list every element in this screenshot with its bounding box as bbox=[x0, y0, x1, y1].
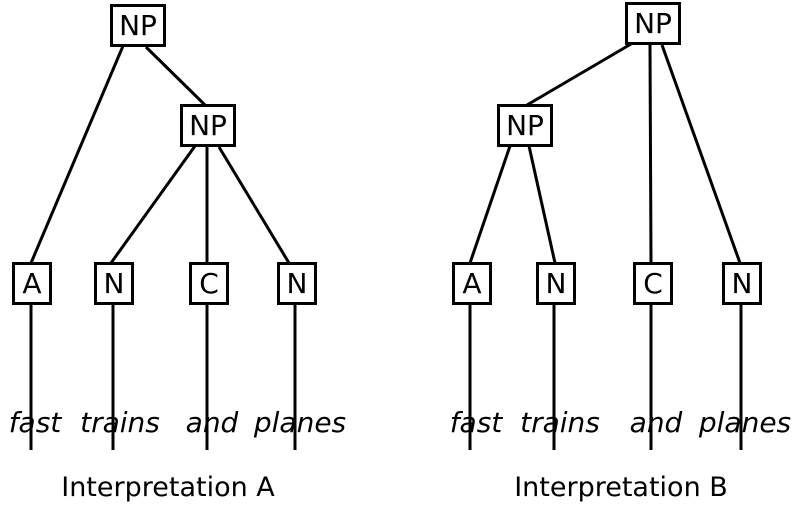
tree-a-word-planes: planes bbox=[253, 406, 347, 439]
edge-a-root-to-subnp bbox=[144, 45, 208, 108]
edge-b-subnp-to-a bbox=[468, 145, 512, 264]
tree-a-word-fast: fast bbox=[8, 406, 62, 439]
edge-b-subnp-to-n1 bbox=[527, 145, 557, 264]
tree-b-sub-np-node: NP bbox=[497, 104, 553, 147]
edge-b-root-to-subnp bbox=[526, 42, 632, 107]
tree-b-word-planes: planes bbox=[698, 406, 792, 439]
tree-b-word-trains: trains bbox=[520, 406, 600, 439]
edge-a-subnp-to-n1 bbox=[109, 145, 197, 264]
tree-b-word-and: and bbox=[629, 406, 683, 439]
tree-a-root-np-node: NP bbox=[110, 4, 166, 47]
edge-a-root-to-a bbox=[29, 45, 125, 264]
tree-a-word-trains: trains bbox=[80, 406, 160, 439]
tree-b-word-fast: fast bbox=[449, 406, 503, 439]
tree-a-word-and: and bbox=[185, 406, 239, 439]
tree-b-root-np-node: NP bbox=[625, 2, 681, 45]
tree-a-sub-np-node: NP bbox=[180, 104, 236, 147]
tree-a-caption: Interpretation A bbox=[61, 472, 275, 503]
edge-a-subnp-to-n2 bbox=[217, 146, 291, 264]
tree-b-caption: Interpretation B bbox=[514, 472, 728, 503]
tree-b-leaf-node-c: C bbox=[633, 262, 673, 305]
tree-b-leaf-node-n2: N bbox=[722, 262, 762, 305]
tree-b-leaf-node-n1: N bbox=[536, 262, 576, 305]
tree-a-leaf-node-c: C bbox=[189, 262, 229, 305]
edge-b-root-to-n2 bbox=[660, 44, 742, 264]
tree-a-leaf-node-n1: N bbox=[94, 262, 134, 305]
tree-a-leaf-node-n2: N bbox=[277, 262, 317, 305]
edge-b-root-to-c bbox=[648, 44, 653, 264]
tree-a-leaf-node-a: A bbox=[12, 262, 52, 305]
tree-b-leaf-node-a: A bbox=[452, 262, 492, 305]
